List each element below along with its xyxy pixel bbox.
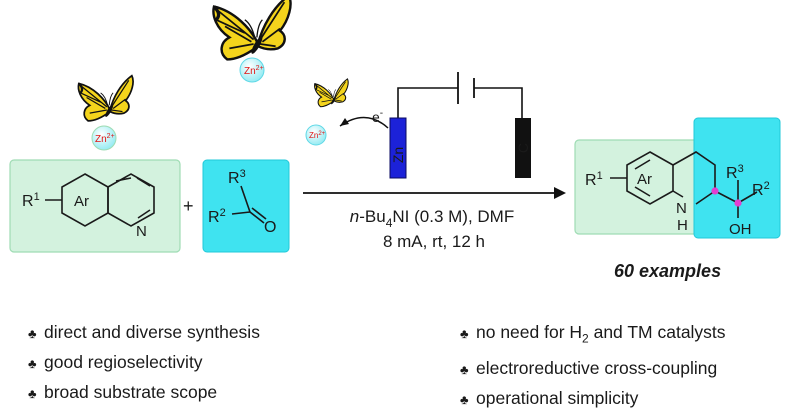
product-nh-n-label: N <box>676 200 687 217</box>
bond-marker-2 <box>734 199 742 207</box>
butterfly-large-icon <box>211 0 293 62</box>
ketone-structure <box>231 185 267 224</box>
zn-ion-mid-label: Zn2+ <box>95 133 115 145</box>
zn-ion-small-label: Zn2+ <box>309 131 326 140</box>
list-item: ♣no need for H2 and TM catalysts <box>460 318 726 354</box>
ketone-o-label: O <box>264 219 276 236</box>
quinoline-ar-label: Ar <box>74 193 89 210</box>
list-item: ♣good regioselectivity <box>28 348 260 378</box>
product-oh-label: OH <box>729 221 752 238</box>
zn-ion-large-label: Zn2+ <box>244 65 264 77</box>
club-bullet-icon: ♣ <box>28 326 37 341</box>
examples-count: 60 examples <box>614 261 721 281</box>
list-item: ♣operational simplicity <box>460 384 726 414</box>
club-bullet-icon: ♣ <box>28 386 37 401</box>
c-electrode <box>515 118 531 178</box>
product-r1-label: R1 <box>585 170 603 189</box>
zn-ion-small <box>305 124 327 146</box>
electron-label: e- <box>372 108 383 125</box>
list-item: ♣direct and diverse synthesis <box>28 318 260 348</box>
product-r3-label: R3 <box>726 163 744 182</box>
quinoline-r1-label: R1 <box>22 191 40 210</box>
product-r2-label: R2 <box>752 180 770 199</box>
reaction-scheme: Zn2+ Zn2+ Zn2+ Zn C e- R1 Ar N + <box>9 0 781 281</box>
club-bullet-icon: ♣ <box>460 326 469 341</box>
conditions-line-2: 8 mA, rt, 12 h <box>383 232 485 251</box>
ketone-r3-label: R3 <box>228 168 246 187</box>
electrochemical-cell <box>397 72 523 118</box>
c-electrode-label: C <box>515 143 531 153</box>
bond-marker-1 <box>711 187 719 195</box>
ketone-box <box>202 159 290 253</box>
features-right-list: ♣no need for H2 and TM catalysts ♣electr… <box>460 318 726 414</box>
zn-ion-large <box>239 57 265 83</box>
club-bullet-icon: ♣ <box>28 356 37 371</box>
quinoline-box <box>9 159 181 253</box>
ketone-r2-label: R2 <box>208 207 226 226</box>
club-bullet-icon: ♣ <box>460 391 469 407</box>
quinoline-structure <box>45 173 155 227</box>
butterfly-small-icon <box>313 78 349 108</box>
zn-electrode-label: Zn <box>390 147 406 163</box>
plus-sign: + <box>183 196 194 216</box>
features-left-list: ♣direct and diverse synthesis ♣good regi… <box>28 318 260 408</box>
zn-ion-mid <box>91 125 117 151</box>
quinoline-n-label: N <box>136 223 147 240</box>
conditions-line-1: n-Bu4NI (0.3 M), DMF <box>350 207 514 230</box>
product-nh-h-label: H <box>677 217 688 234</box>
product-cyan-box <box>693 117 781 239</box>
list-item: ♣broad substrate scope <box>28 378 260 408</box>
club-bullet-icon: ♣ <box>460 361 469 377</box>
zn-electrode <box>389 117 407 179</box>
list-item: ♣electroreductive cross-coupling <box>460 354 726 384</box>
product-ar-label: Ar <box>637 171 652 188</box>
butterfly-mid-icon <box>77 74 135 123</box>
